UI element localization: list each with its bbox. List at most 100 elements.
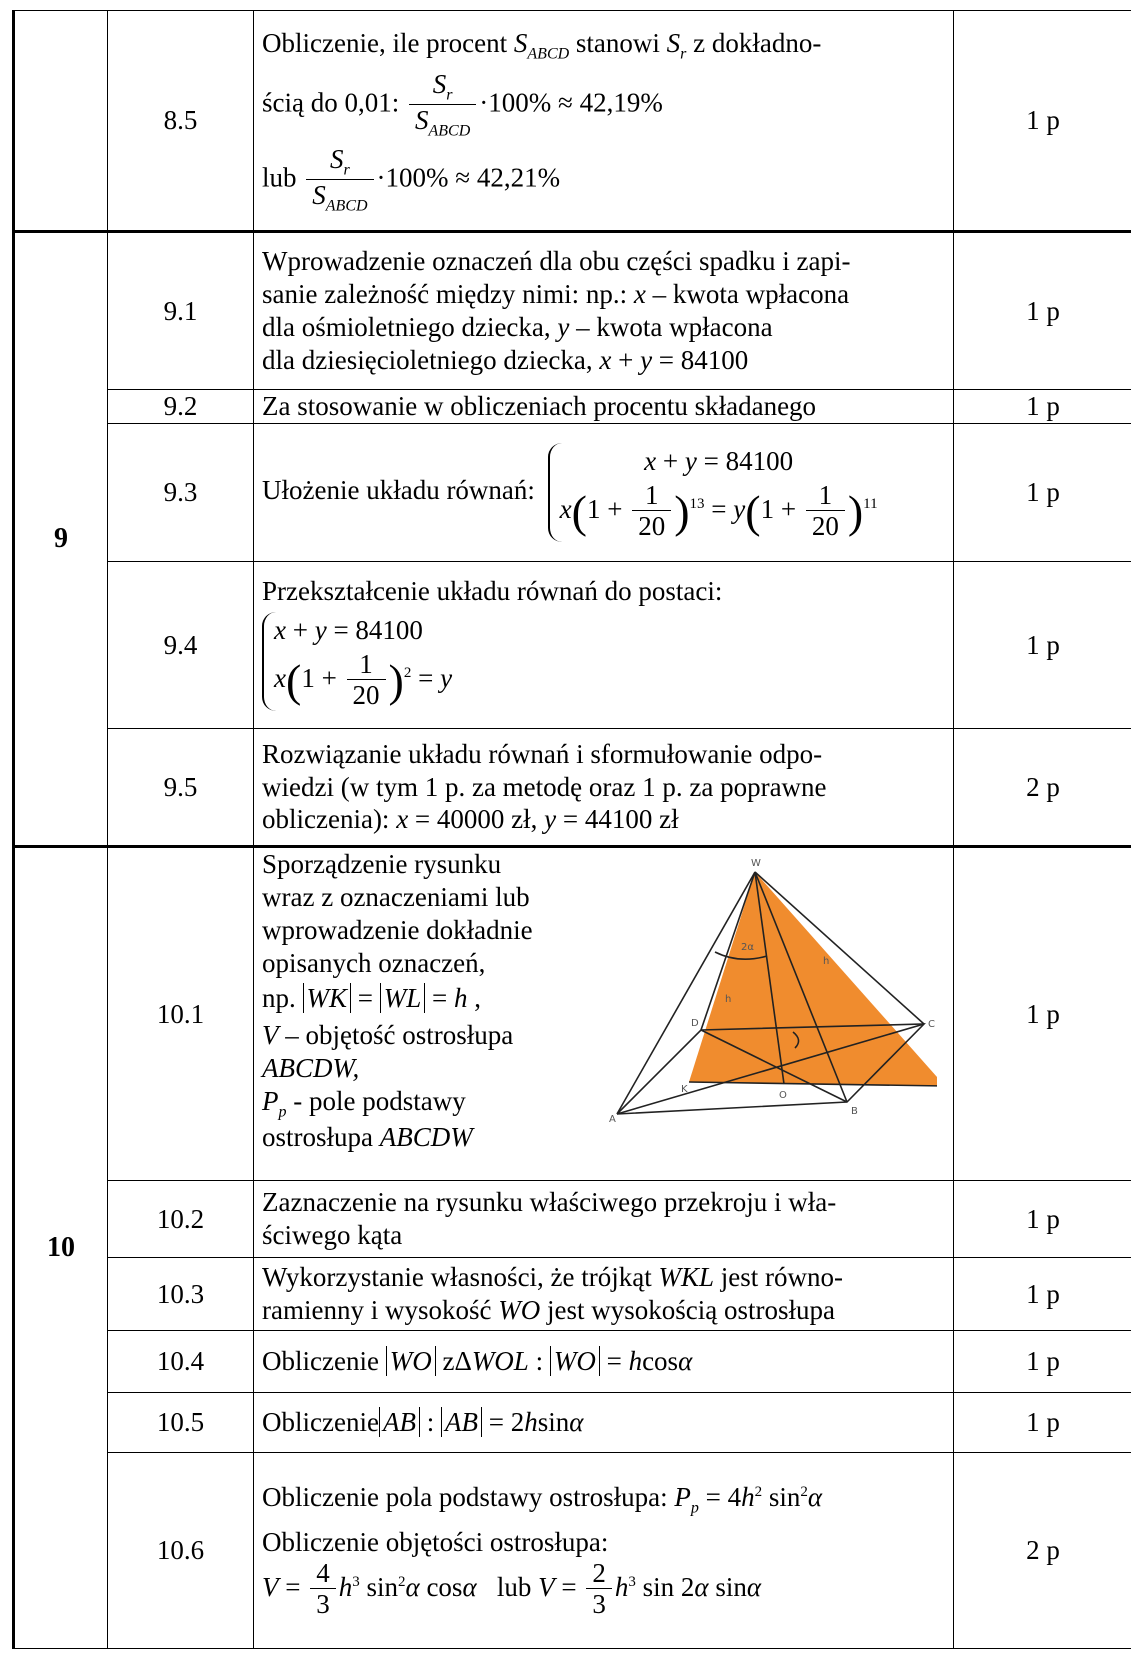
svg-text:O: O (779, 1090, 787, 1101)
text: = 44100 zł (562, 804, 679, 835)
text: dla dziesięcioletniego dziecka, (262, 344, 593, 375)
text: – objętość ostrosłupa (285, 1019, 514, 1050)
svg-text:D: D (691, 1018, 699, 1029)
text: jest wysokością ostrosłupa (546, 1295, 835, 1325)
points: 1 p (953, 561, 1131, 729)
text: dla ośmioletniego dziecka, (262, 312, 551, 342)
text: Sporządzenie rysunku (262, 849, 502, 879)
text: Obliczenie (262, 1407, 379, 1438)
points: 1 p (953, 1330, 1131, 1393)
scoring-table: 8.5 Obliczenie, ile procent SABCD stanow… (12, 10, 1131, 1649)
svg-text:h: h (823, 956, 829, 967)
subtask-number: 10.2 (107, 1180, 254, 1258)
text: z (442, 1346, 455, 1377)
text: z dokładno- (693, 28, 822, 59)
task-number-cell (12, 10, 108, 232)
svg-text:A: A (609, 1114, 616, 1125)
text: stanowi (575, 28, 660, 59)
text: ·100% ≈ 42,21% (376, 162, 561, 193)
text: lub (496, 1571, 532, 1602)
points: 1 p (953, 1392, 1131, 1453)
criterion-description: Obliczenie pola podstawy ostrosłupa: Pp … (253, 1452, 954, 1649)
criterion-description: Wprowadzenie oznaczeń dla obu części spa… (253, 230, 954, 390)
points: 1 p (953, 10, 1131, 232)
criterion-description: Za stosowanie w obliczeniach procentu sk… (253, 389, 954, 424)
criterion-description: Obliczenie WO zΔWOL : WO = hcosα (253, 1330, 954, 1393)
text: – kwota wpłacona (652, 279, 850, 310)
text: Przekształcenie układu równań do postaci… (262, 575, 723, 606)
text: opisanych oznaczeń, (262, 947, 486, 978)
text: Zaznaczenie na rysunku właściwego przekr… (262, 1187, 837, 1218)
text: - pole podstawy (293, 1085, 466, 1116)
math: SABCD (513, 28, 570, 63)
text: ścią do 0,01: (262, 87, 400, 118)
row-9-2: 9.2 Za stosowanie w obliczeniach procent… (14, 389, 1131, 424)
text: jest równo- (720, 1262, 844, 1293)
text: Obliczenie (262, 1346, 379, 1377)
criterion-description: Ułożenie układu równań: x + y = 84100 x(… (253, 423, 954, 562)
subtask-number: 10.1 (107, 845, 254, 1181)
text: Obliczenie, ile procent (262, 28, 508, 59)
subtask-number: 10.4 (107, 1330, 254, 1393)
row-10-2: 10.2 Zaznaczenie na rysunku właściwego p… (14, 1180, 1131, 1258)
points: 1 p (953, 1257, 1131, 1331)
pyramid-figure: W A B C D O K L h h 2α (609, 858, 937, 1125)
criterion-description: Rozwiązanie układu równań i sformułowani… (253, 728, 954, 847)
criterion-description: Wykorzystanie własności, że trójkąt WKL … (253, 1257, 954, 1331)
text: wprowadzenie dokładnie (262, 914, 533, 945)
text: wraz z oznaczeniami lub (262, 881, 530, 912)
text: ABCDW, (262, 1052, 360, 1083)
svg-text:W: W (751, 858, 761, 869)
subtask-number: 9.4 (107, 561, 254, 729)
row-9-1: 9 9.1 Wprowadzenie oznaczeń dla obu częś… (12, 230, 1131, 847)
text: ostrosłupa (262, 1122, 373, 1153)
text: wiedzi (w tym 1 p. za metodę oraz 1 p. z… (262, 771, 827, 802)
subtask-number: 10.3 (107, 1257, 254, 1331)
text: Rozwiązanie układu równań i sformułowani… (262, 738, 823, 769)
text: = 84100 (658, 344, 749, 375)
points: 2 p (953, 728, 1131, 847)
text: ABCDW (379, 1122, 473, 1153)
text: – kwota wpłacona (576, 312, 773, 342)
criterion-description: Zaznaczenie na rysunku właściwego przekr… (253, 1180, 954, 1258)
row-9-3: 9.3 Ułożenie układu równań: x + y = 8410… (14, 423, 1131, 562)
equation-value: = 84100 (703, 445, 794, 476)
svg-text:2α: 2α (741, 942, 754, 953)
row-10-1: 10 10.1 W (12, 845, 1131, 1649)
subtask-number: 9.3 (107, 423, 254, 562)
criterion-description: Przekształcenie układu równań do postaci… (253, 561, 954, 729)
text: Ułożenie układu równań: (262, 474, 535, 505)
criterion-description: Obliczenie, ile procent SABCD stanowi Sr… (253, 10, 954, 232)
subtask-number: 9.5 (107, 728, 254, 847)
text: Obliczenie pola podstawy ostrosłupa: (262, 1481, 668, 1512)
text: = 40000 zł, (414, 804, 538, 835)
row-9-5: 9.5 Rozwiązanie układu równań i sformuło… (14, 728, 1131, 847)
row-8-5: 8.5 Obliczenie, ile procent SABCD stanow… (12, 10, 1131, 232)
points: 1 p (953, 230, 1131, 390)
text: Wykorzystanie własności, że trójkąt (262, 1262, 652, 1293)
text: np. (262, 982, 296, 1013)
subtask-number: 8.5 (107, 10, 254, 232)
task-number-cell: 10 (12, 845, 108, 1649)
points: 1 p (953, 1180, 1131, 1258)
subtask-number: 9.2 (107, 389, 254, 424)
points: 1 p (953, 389, 1131, 424)
subtask-number: 9.1 (107, 230, 254, 390)
text: ·100% ≈ 42,19% (479, 87, 663, 118)
svg-text:B: B (851, 1106, 858, 1117)
equation-value: = 84100 (333, 614, 423, 645)
svg-text:C: C (928, 1019, 935, 1030)
criterion-description: W A B C D O K L h h 2α Sporządzenie rysu… (253, 845, 954, 1181)
subtask-number: 10.6 (107, 1452, 254, 1649)
task-number-cell: 9 (12, 230, 108, 847)
cross-section-fill (689, 872, 937, 1086)
text: obliczenia): (262, 804, 390, 835)
row-10-4: 10.4 Obliczenie WO zΔWOL : WO = hcosα 1 … (14, 1330, 1131, 1393)
row-9-4: 9.4 Przekształcenie układu równań do pos… (14, 561, 1131, 729)
points: 2 p (953, 1452, 1131, 1649)
